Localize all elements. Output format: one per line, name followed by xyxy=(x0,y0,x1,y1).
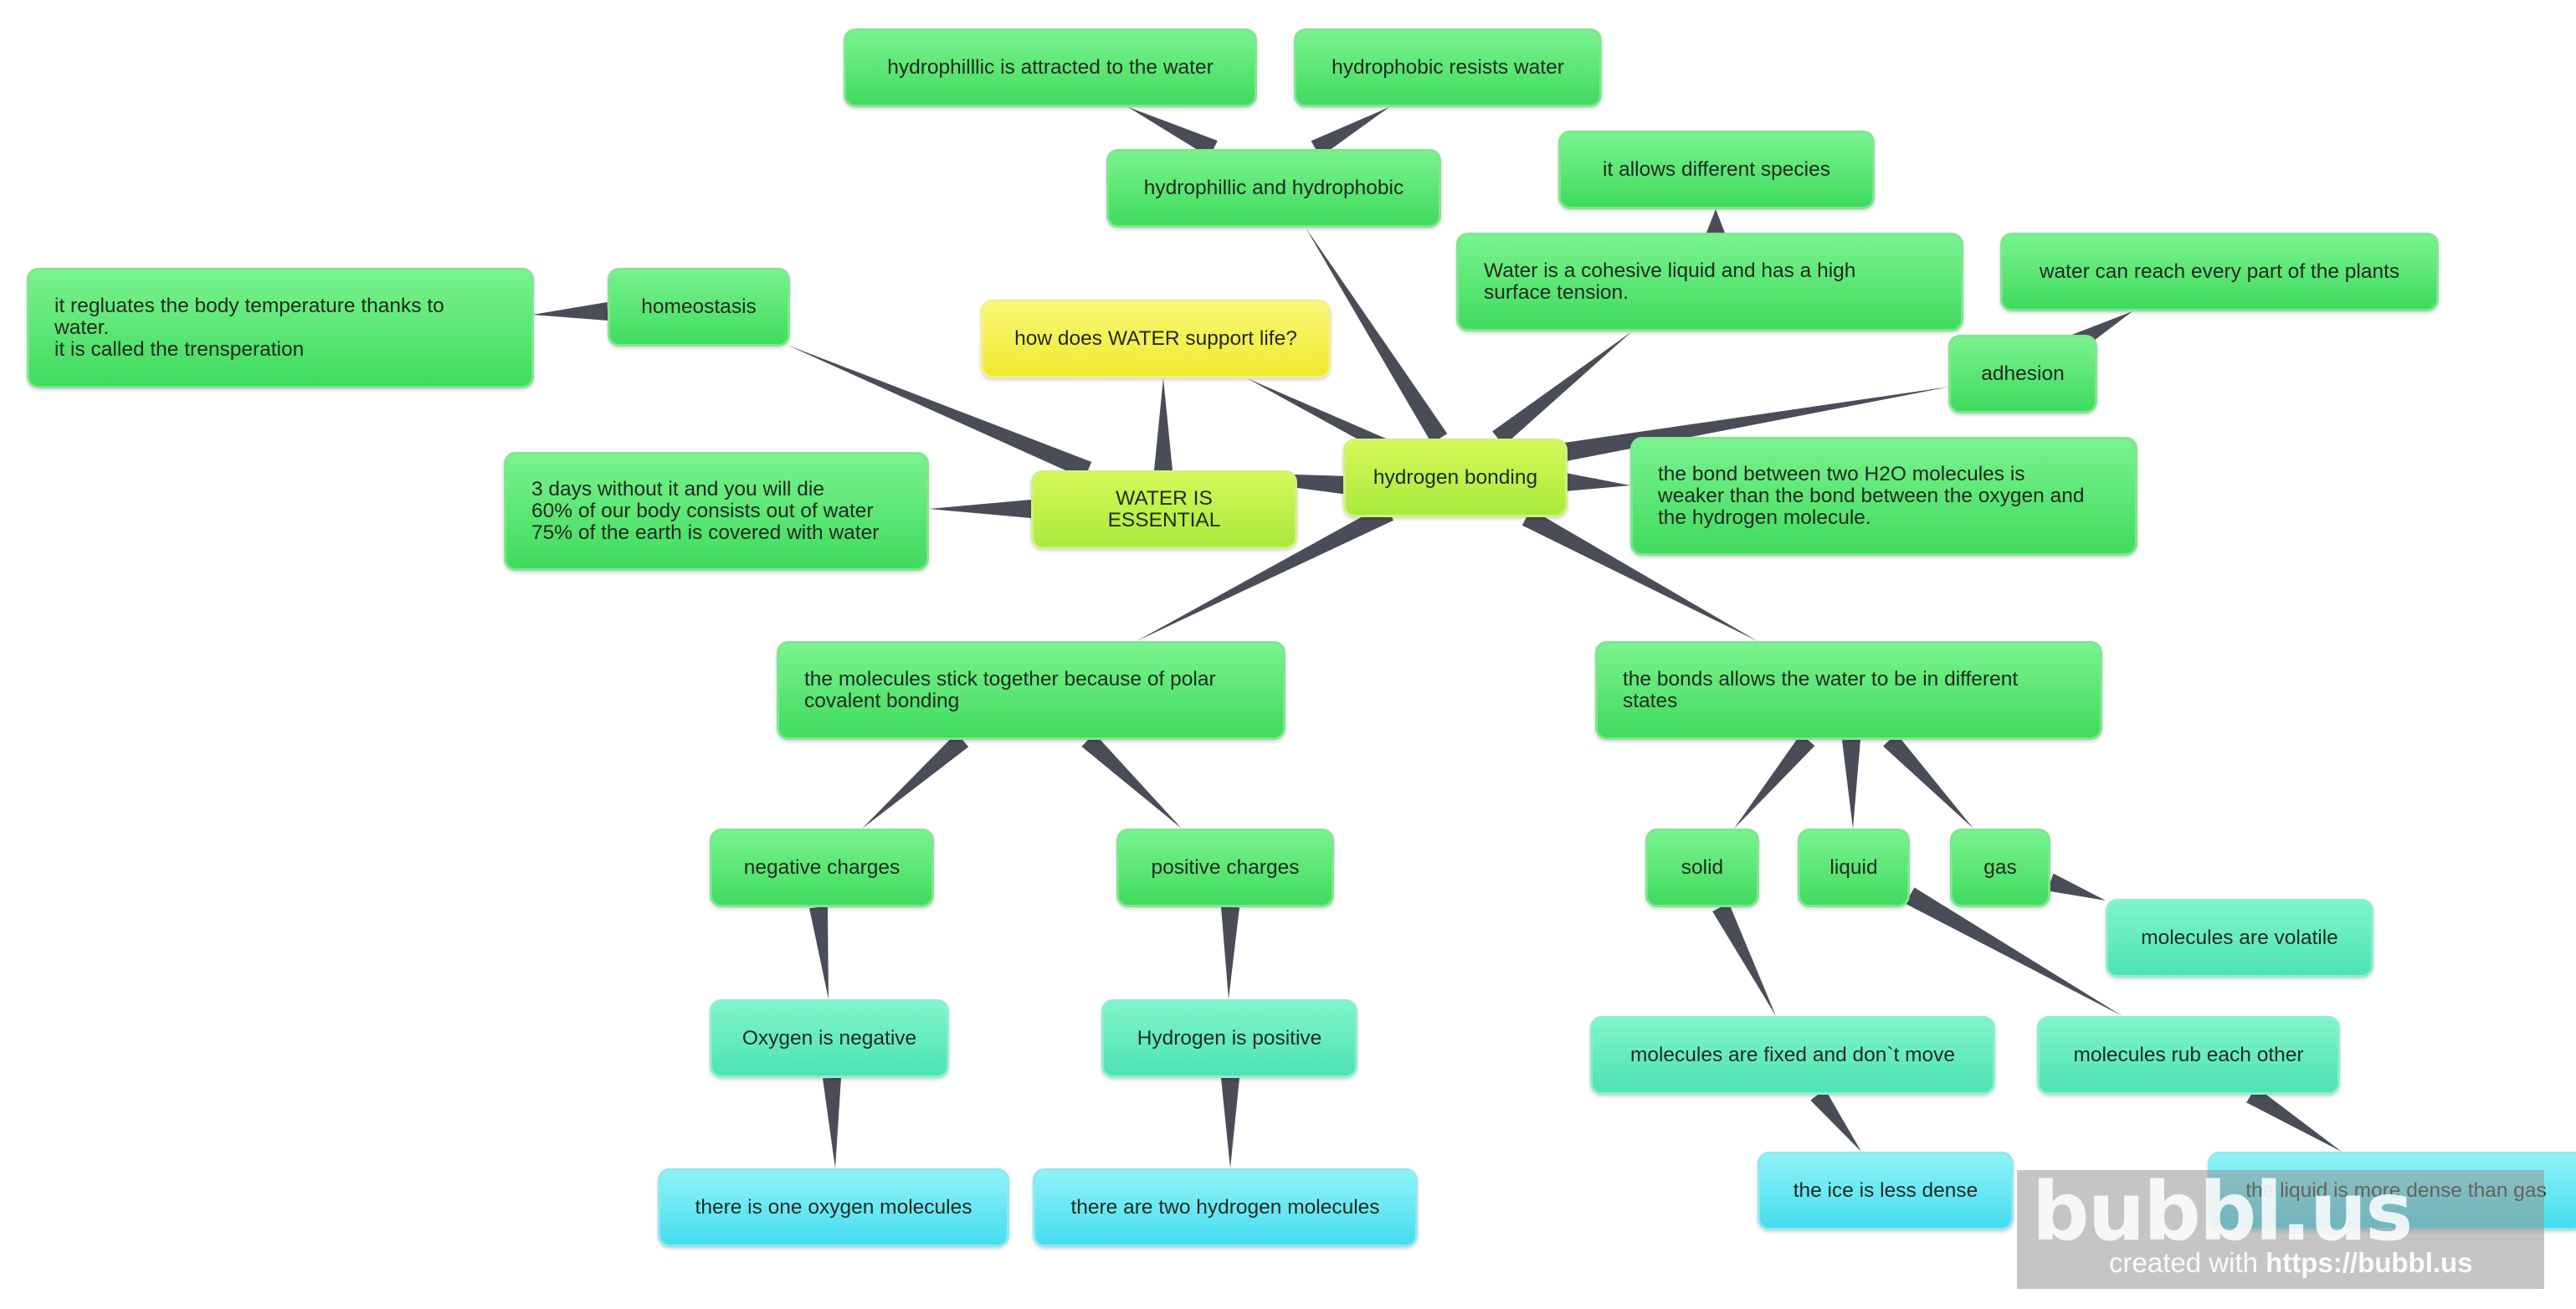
node-gas[interactable]: gas xyxy=(1950,829,2050,907)
link-essential-facts xyxy=(929,500,1031,518)
node-cohesive[interactable]: Water is a cohesive liquid and has a hig… xyxy=(1456,233,1963,331)
node-plants[interactable]: water can reach every part of the plants xyxy=(2000,233,2439,311)
link-positive-hydrogen xyxy=(1221,906,1239,999)
node-hydrophilic-hydrophobic[interactable]: hydrophillic and hydrophobic xyxy=(1106,149,1441,228)
node-states[interactable]: the bonds allows the water to be in diff… xyxy=(1595,641,2102,740)
node-rub[interactable]: molecules rub each other xyxy=(2037,1016,2340,1095)
link-fixed-ice xyxy=(1810,1089,1861,1152)
bubbl-watermark[interactable]: bubbl.us created with https://bubbl.us xyxy=(2017,1170,2544,1289)
node-hydrophobic[interactable]: hydrophobic resists water xyxy=(1294,28,1602,107)
node-solid[interactable]: solid xyxy=(1645,829,1759,907)
link-states-liquid xyxy=(1842,739,1860,829)
link-solid-fixed xyxy=(1712,903,1776,1016)
node-liquid[interactable]: liquid xyxy=(1798,829,1910,907)
credit-prefix: created with xyxy=(2109,1247,2266,1278)
credit-link[interactable]: https://bubbl.us xyxy=(2266,1247,2473,1278)
link-liquid-rub xyxy=(1905,887,2122,1016)
node-polar-covalent[interactable]: the molecules stick together because of … xyxy=(777,641,1285,740)
link-rub-liquiddense xyxy=(2246,1086,2342,1152)
link-central-cohesive xyxy=(1492,331,1632,446)
node-body-temperature[interactable]: it regluates the body temperature thanks… xyxy=(27,268,534,388)
link-essential-homeo xyxy=(787,345,1092,480)
link-polar-positive xyxy=(1081,733,1182,829)
node-two-hydrogen[interactable]: there are two hydrogen molecules xyxy=(1033,1168,1418,1247)
watermark-credit[interactable]: created with https://bubbl.us xyxy=(2109,1247,2473,1279)
node-hydrophilic[interactable]: hydrophilllic is attracted to the water xyxy=(844,28,1257,107)
link-central-bondweaker xyxy=(1564,473,1630,491)
bubbl-logo: bubbl.us xyxy=(2032,1165,2413,1259)
node-hydrogen-bonding[interactable]: hydrogen bonding xyxy=(1343,439,1568,517)
node-hydrogen-positive[interactable]: Hydrogen is positive xyxy=(1101,999,1357,1078)
link-hydroboth-philic xyxy=(1128,107,1218,157)
link-hydrogen-twohyd xyxy=(1221,1078,1239,1168)
link-states-gas xyxy=(1882,733,1973,829)
link-negative-oxygen xyxy=(809,906,829,999)
node-water-facts[interactable]: 3 days without it and you will die 60% o… xyxy=(504,452,929,571)
link-cohesive-species xyxy=(1706,209,1725,233)
node-oxygen-negative[interactable]: Oxygen is negative xyxy=(710,999,949,1078)
link-hydroboth-phobic xyxy=(1311,107,1389,157)
node-water-essential[interactable]: WATER IS ESSENTIAL xyxy=(1031,470,1297,549)
node-positive-charges[interactable]: positive charges xyxy=(1116,829,1334,907)
link-oxygen-oneoxy xyxy=(823,1077,841,1168)
link-states-solid xyxy=(1734,733,1815,829)
node-bond-weaker[interactable]: the bond between two H2O molecules is we… xyxy=(1630,437,2137,556)
link-polar-negative xyxy=(862,732,969,829)
link-gas-volatile xyxy=(2047,873,2106,901)
node-homeostasis[interactable]: homeostasis xyxy=(608,268,790,346)
node-one-oxygen[interactable]: there is one oxygen molecules xyxy=(658,1168,1009,1247)
node-adhesion[interactable]: adhesion xyxy=(1948,335,2097,413)
link-essential-question xyxy=(1154,378,1173,470)
link-central-hydroboth xyxy=(1306,228,1448,444)
node-fixed[interactable]: molecules are fixed and don`t move xyxy=(1590,1016,1995,1095)
link-central-polar xyxy=(1137,504,1393,641)
node-question[interactable]: how does WATER support life? xyxy=(981,300,1331,378)
link-central-states xyxy=(1521,509,1758,641)
link-homeo-bodytemp xyxy=(532,302,608,321)
node-volatile[interactable]: molecules are volatile xyxy=(2106,899,2373,978)
node-species[interactable]: it allows different species xyxy=(1558,131,1875,209)
node-ice[interactable]: the ice is less dense xyxy=(1758,1152,2014,1230)
node-negative-charges[interactable]: negative charges xyxy=(710,829,934,907)
